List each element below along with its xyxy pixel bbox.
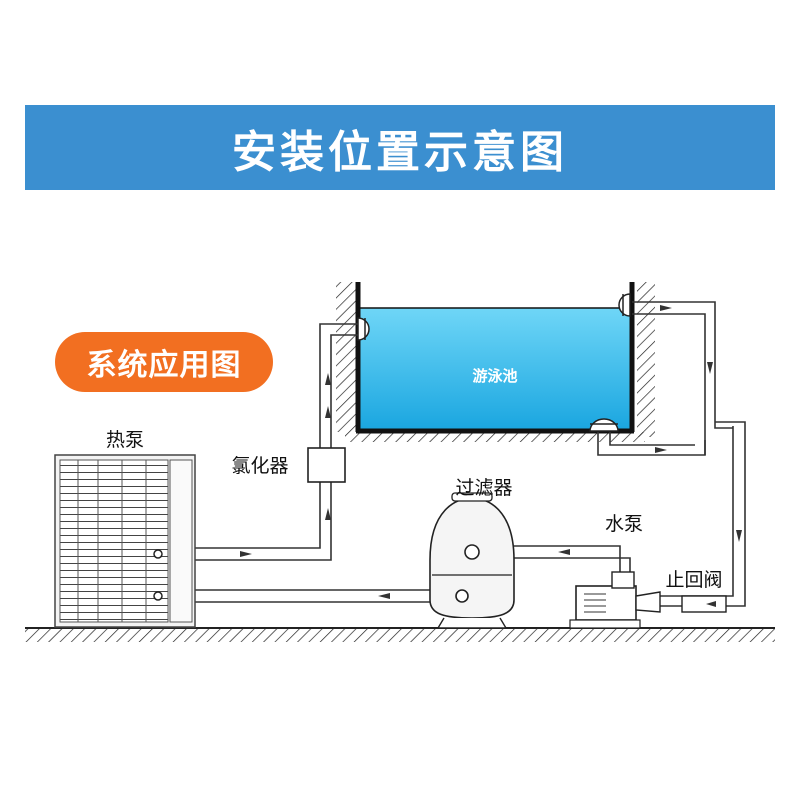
heat-pump: 热泵 bbox=[54, 429, 196, 628]
water-pump-label: 水泵 bbox=[605, 513, 643, 535]
filter-label: 过滤器 bbox=[455, 477, 512, 499]
page-title: 安装位置示意图 bbox=[232, 126, 568, 178]
chlorinator: 氯化器 bbox=[231, 447, 346, 483]
check-valve: 止回阀 bbox=[665, 569, 727, 613]
heat-pump-label: 热泵 bbox=[106, 429, 144, 451]
swimming-pool: 游泳池 bbox=[355, 282, 635, 434]
title-banner: 安装位置示意图 bbox=[25, 105, 775, 190]
sand-filter: 过滤器 bbox=[429, 477, 515, 629]
ground bbox=[25, 627, 775, 642]
system-badge: 系统应用图 bbox=[55, 332, 273, 392]
check-valve-label: 止回阀 bbox=[665, 569, 722, 591]
water-pump: 水泵 bbox=[569, 513, 661, 629]
chlorinator-label: 氯化器 bbox=[231, 455, 288, 477]
pool-walls bbox=[336, 282, 655, 442]
pool-fittings bbox=[357, 293, 631, 432]
pool-label: 游泳池 bbox=[472, 367, 517, 385]
